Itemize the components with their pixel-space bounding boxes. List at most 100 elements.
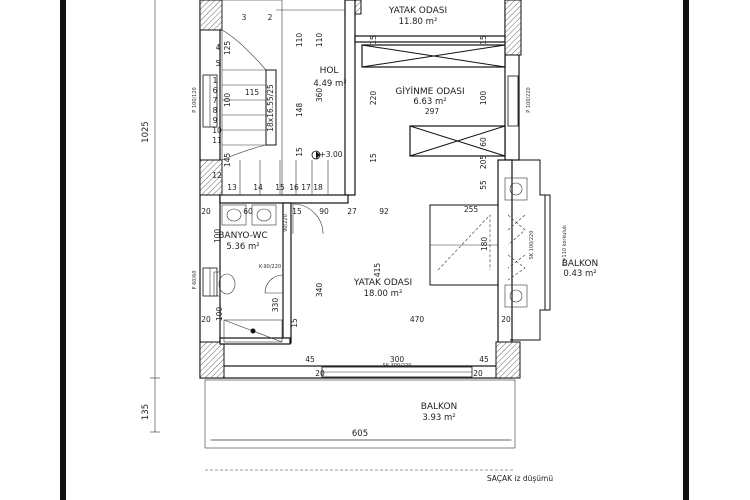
- dim-27: 27: [347, 207, 357, 216]
- closet-cross: [409, 125, 506, 157]
- dim-330: 330: [271, 298, 280, 313]
- dim-100-stair: 100: [223, 93, 232, 108]
- dim-605: 605: [352, 429, 368, 439]
- wall-banyo-bottom: [219, 337, 291, 345]
- room-balkon-right-name: BALKON: [562, 259, 599, 269]
- stair-step-6: 6: [213, 86, 218, 95]
- elevation-marker-fill: [316, 151, 320, 159]
- stair-step-13: 13: [227, 183, 237, 192]
- dim-45-a: 45: [305, 355, 315, 364]
- dim-110-hol: 110: [295, 33, 304, 48]
- dim-15-stair: 15: [295, 147, 304, 157]
- room-balkon-right-area: 0.43 m²: [563, 269, 596, 279]
- dim-15-a: 15: [369, 35, 378, 45]
- dim-20-e: 20: [473, 369, 483, 378]
- dim-135: 135: [141, 404, 151, 420]
- staircase: [221, 0, 345, 196]
- dim-297: 297: [425, 107, 440, 116]
- room-yatak-main-area: 18.00 m²: [364, 289, 403, 299]
- dim-220: 220: [369, 91, 378, 106]
- dim-20-c: 20: [501, 315, 511, 324]
- stair-step-3: 3: [242, 13, 247, 22]
- window-label-p100: P 100/120: [192, 87, 198, 112]
- wall-hol-right: [344, 0, 356, 196]
- stair-step-2: 2: [268, 13, 273, 22]
- frame-left: [60, 0, 66, 500]
- stair-step-8: 8: [213, 106, 218, 115]
- room-giyinme-name: GİYİNME ODASI: [395, 86, 464, 97]
- stair-step-10: 10: [212, 126, 222, 135]
- column: [199, 341, 225, 379]
- dim-15-c2: 15: [290, 318, 299, 328]
- dim-145: 145: [223, 153, 232, 168]
- room-yatak-main-name: YATAK ODASI: [353, 278, 412, 288]
- bay-outline: [498, 159, 551, 341]
- closet-cross: [361, 44, 506, 68]
- dim-110-b: 110: [315, 33, 324, 48]
- dim-180: 180: [480, 237, 489, 252]
- stair-step-12: 12: [212, 171, 222, 180]
- dim-20-b: 20: [201, 315, 211, 324]
- door-swing: [292, 203, 324, 235]
- dim-255: 255: [464, 205, 479, 214]
- sliding-door-label: SK 300/220: [383, 363, 412, 369]
- window-right: [507, 75, 519, 127]
- stair-step-18: 18: [313, 183, 323, 192]
- room-banyo-name: BANYO-WC: [218, 231, 267, 241]
- stair-spec: 18x16.55/25: [266, 84, 275, 132]
- room-banyo-area: 5.36 m²: [226, 242, 259, 252]
- stair-step-14: 14: [253, 183, 263, 192]
- dim-1025: 1025: [141, 121, 151, 143]
- stair-step-17: 17: [301, 183, 311, 192]
- stair-step-9: 9: [213, 116, 218, 125]
- door-label-90-220: 90/220: [283, 214, 289, 232]
- stair-step-4: 4: [216, 43, 221, 52]
- stair-step-15: 15: [275, 183, 285, 192]
- bathroom-fixtures: [213, 204, 284, 343]
- window-label-p60: P 60/60: [192, 270, 198, 289]
- column: [504, 0, 522, 56]
- dim-115: 115: [245, 88, 260, 97]
- window-label-sk100: SK 100/220: [529, 231, 535, 260]
- dim-55: 55: [479, 180, 488, 190]
- stair-step-11: 11: [212, 136, 222, 145]
- dim-340: 340: [315, 283, 324, 298]
- dim-15-b: 15: [369, 153, 378, 163]
- room-yatak-top-area: 11.80 m²: [399, 17, 438, 27]
- column: [199, 0, 223, 31]
- wall-hol-bottom: [219, 194, 349, 204]
- room-hol-name: HOL: [320, 66, 339, 76]
- dim-15-banyo: 15: [292, 207, 302, 216]
- railing-label: h=110 korkuluk: [562, 225, 568, 265]
- dim-360: 360: [315, 88, 324, 103]
- door-label-k90: K-90/220: [259, 264, 281, 270]
- wall-yatak-top-bottom: [354, 35, 506, 43]
- dim-415: 415: [373, 263, 382, 278]
- stair-step-5: 5: [216, 59, 221, 68]
- room-balkon-bottom-name: BALKON: [421, 402, 458, 412]
- stair-step-7: 7: [213, 96, 218, 105]
- balcony-bottom-outline: [204, 379, 516, 449]
- frame-right: [683, 0, 689, 500]
- room-hol-area: 4.49 m²: [313, 79, 346, 89]
- stair-step-16: 16: [289, 183, 299, 192]
- dim-100-banyo: 100: [213, 229, 222, 244]
- dim-100-right: 100: [479, 91, 488, 106]
- stair-step-1: 1: [213, 76, 218, 85]
- dim-90: 90: [319, 207, 329, 216]
- dim-205: 205: [479, 155, 488, 170]
- room-yatak-top-name: YATAK ODASI: [388, 6, 447, 16]
- dim-100-banyo-b: 100: [215, 307, 224, 322]
- dim-20-d: 20: [315, 369, 325, 378]
- dim-60-right: 60: [479, 137, 488, 147]
- dim-15-c: 15: [479, 35, 488, 45]
- bed: [429, 177, 528, 308]
- dim-92: 92: [379, 207, 389, 216]
- dim-148: 148: [295, 103, 304, 118]
- dim-470: 470: [410, 315, 425, 324]
- room-balkon-bottom-area: 3.93 m²: [422, 413, 455, 423]
- room-giyinme-area: 6.63 m²: [413, 97, 446, 107]
- dim-20-a: 20: [201, 207, 211, 216]
